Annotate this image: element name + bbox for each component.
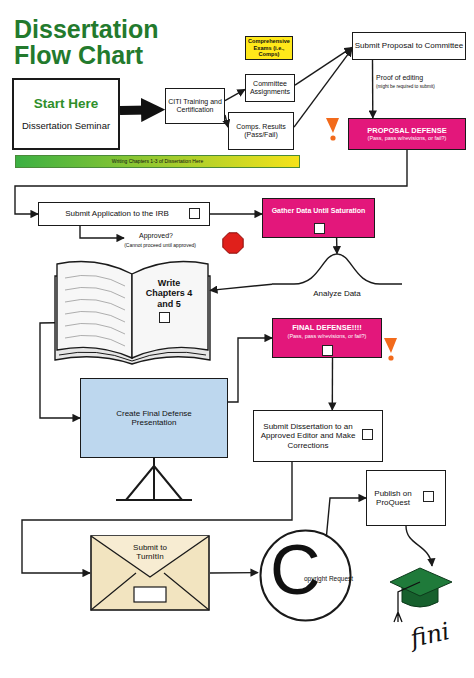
envelope-folds: [91, 573, 209, 610]
start-box: Start HereDissertation Seminar: [12, 78, 120, 150]
process-box: Submit Proposal to Committee: [352, 32, 466, 60]
graduation-arrow: [406, 526, 432, 566]
process-box: CITI Training and Certification: [165, 88, 225, 124]
envelope-node: Submit to TurnItIn: [90, 535, 210, 611]
checkbox: [362, 429, 373, 440]
exclamation-dot: [388, 355, 393, 360]
checkbox: [159, 312, 170, 323]
connector-arrow: [210, 213, 262, 214]
node-text: Writing Chapters 1-3 of Dissertation Her…: [112, 159, 203, 165]
node-text: Start Here: [34, 96, 99, 112]
node-text: C: [270, 530, 321, 610]
note-text: (might be required to submit): [376, 84, 471, 89]
decision-note: (Cannot proceed until approved): [100, 243, 220, 249]
connector-arrow: [225, 89, 245, 100]
node-text: Comps. Results (Pass/Fail): [229, 123, 293, 139]
process-box: Submit Application to the IRB: [38, 202, 210, 226]
exclamation-mark: [326, 118, 339, 133]
node-text: PROPOSAL DEFENSE: [367, 127, 446, 136]
node-text: Write Chapters 4 and 5: [139, 278, 199, 309]
node-text: CITI Training and Certification: [166, 98, 224, 114]
exclamation-dot: [330, 135, 335, 140]
node-text: Submit Proposal to Committee: [355, 41, 464, 50]
easel-legs: [116, 458, 192, 500]
node-text: Create Final Defense Presentation: [109, 409, 199, 427]
book-node: Write Chapters 4 and 5: [55, 258, 210, 366]
milestone-box: FINAL DEFENSE!!!!(Pass, pass w/revisions…: [272, 318, 382, 358]
book-shape: [55, 258, 210, 366]
node-subtext: Dissertation Seminar: [22, 121, 110, 132]
checkbox: [314, 223, 325, 234]
decision-text: Approved?: [128, 232, 184, 240]
handwritten-note: fini: [396, 616, 464, 655]
checkbox: [322, 345, 333, 356]
cap-tassel: [394, 582, 420, 622]
connector-arrow: [40, 323, 80, 418]
node-subtext: (Pass, pass w/revisions, or fail?): [368, 135, 447, 141]
bell-curve-node: Analyze Data: [272, 252, 402, 304]
connector-arrow: [210, 284, 272, 290]
phase-band: Writing Chapters 1-3 of Dissertation Her…: [15, 155, 300, 168]
envelope-body: [91, 536, 209, 610]
process-box: Comps. Results (Pass/Fail): [228, 112, 294, 150]
process-box: Committee Assignments: [245, 74, 295, 102]
node-text: Submit Dissertation to an Approved Edito…: [260, 422, 356, 450]
connector-arrow: [210, 572, 258, 574]
presentation-board: Create Final Defense Presentation: [80, 378, 228, 458]
envelope-stamp: [134, 587, 166, 602]
connector-arrow: [326, 498, 366, 537]
page-lines: [65, 275, 125, 346]
note-box: Comprehensive Exams (i.e., Comps): [245, 36, 293, 60]
node-subtext: opyright Request: [304, 575, 353, 582]
envelope-flap: [91, 536, 209, 577]
page-stack: [59, 352, 206, 361]
connector-arrow: [294, 49, 352, 127]
chart-title: Dissertation Flow Chart: [14, 16, 194, 68]
connector-arrow: [295, 47, 352, 85]
process-box: Publish on ProQuest: [366, 470, 446, 526]
connector-arrow: [228, 338, 272, 402]
bell-curve: [272, 254, 402, 284]
milestone-box: Gather Data Until Saturation: [262, 198, 375, 238]
connector-arrow: [225, 115, 228, 127]
approval-arrow: [80, 226, 124, 238]
book-page: [57, 262, 132, 358]
book-page: [132, 262, 208, 358]
connector-arrow: [22, 462, 292, 573]
node-text: Submit to TurnItIn: [120, 543, 180, 561]
stop-sign: [223, 233, 243, 253]
node-text: Committee Assignments: [246, 80, 294, 96]
big-arrow: [120, 105, 149, 115]
node-text: FINAL DEFENSE!!!!: [292, 324, 361, 333]
connector-arrow: [332, 358, 334, 410]
node-subtext: (Pass, pass w/revisions, or fail?): [288, 333, 367, 339]
node-text: Gather Data Until Saturation: [272, 207, 366, 215]
milestone-box: PROPOSAL DEFENSE(Pass, pass w/revisions,…: [348, 118, 466, 150]
node-text: Publish on ProQuest: [371, 489, 415, 507]
node-text: Comprehensive Exams (i.e., Comps): [246, 38, 292, 57]
connector-arrow: [15, 150, 407, 214]
node-text: Submit Application to the IRB: [65, 209, 169, 218]
exclamation-mark: [384, 338, 397, 353]
checkbox: [423, 491, 434, 502]
connector-arrow: [336, 238, 338, 254]
process-box: Submit Dissertation to an Approved Edito…: [253, 410, 383, 462]
copyright-node: Copyright Request: [258, 528, 353, 623]
connector-arrow: [372, 60, 374, 118]
checkbox: [189, 208, 200, 219]
note-text: Proof of editing: [376, 74, 456, 82]
node-text: Analyze Data: [272, 289, 402, 298]
